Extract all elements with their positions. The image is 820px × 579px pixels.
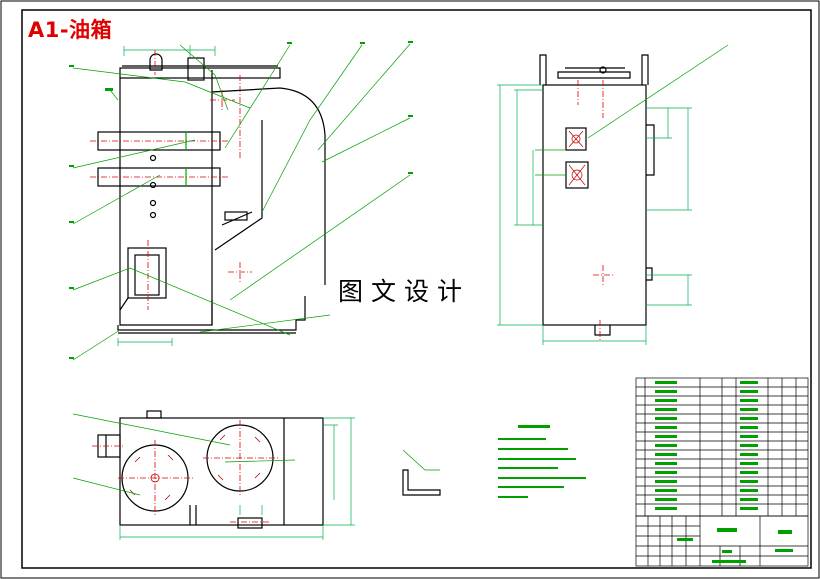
- side-view: [539, 54, 655, 336]
- front-centerlines: [90, 50, 252, 310]
- top-leaders: [72, 413, 296, 496]
- top-view: [97, 410, 324, 529]
- front-dimensions: [117, 45, 216, 346]
- top-centerlines: [92, 420, 278, 523]
- front-leaders: [72, 43, 411, 361]
- title-block: [635, 515, 809, 567]
- side-dimensions: [497, 84, 692, 345]
- front-view: [97, 53, 326, 334]
- drawing-title: A1-油箱: [28, 18, 113, 42]
- side-centerlines: [577, 80, 613, 340]
- weld-detail: [402, 449, 441, 496]
- watermark-text: 图文设计: [336, 272, 473, 308]
- top-hatch: [129, 434, 261, 501]
- side-leaders: [535, 44, 729, 176]
- front-leader-tags: [69, 41, 413, 359]
- side-hatch: [568, 130, 586, 186]
- bom-entries: [655, 381, 758, 510]
- top-dimensions: [119, 417, 355, 540]
- inner-frame: [21, 9, 812, 569]
- title-block-text: [677, 528, 793, 563]
- technical-notes: [498, 425, 586, 498]
